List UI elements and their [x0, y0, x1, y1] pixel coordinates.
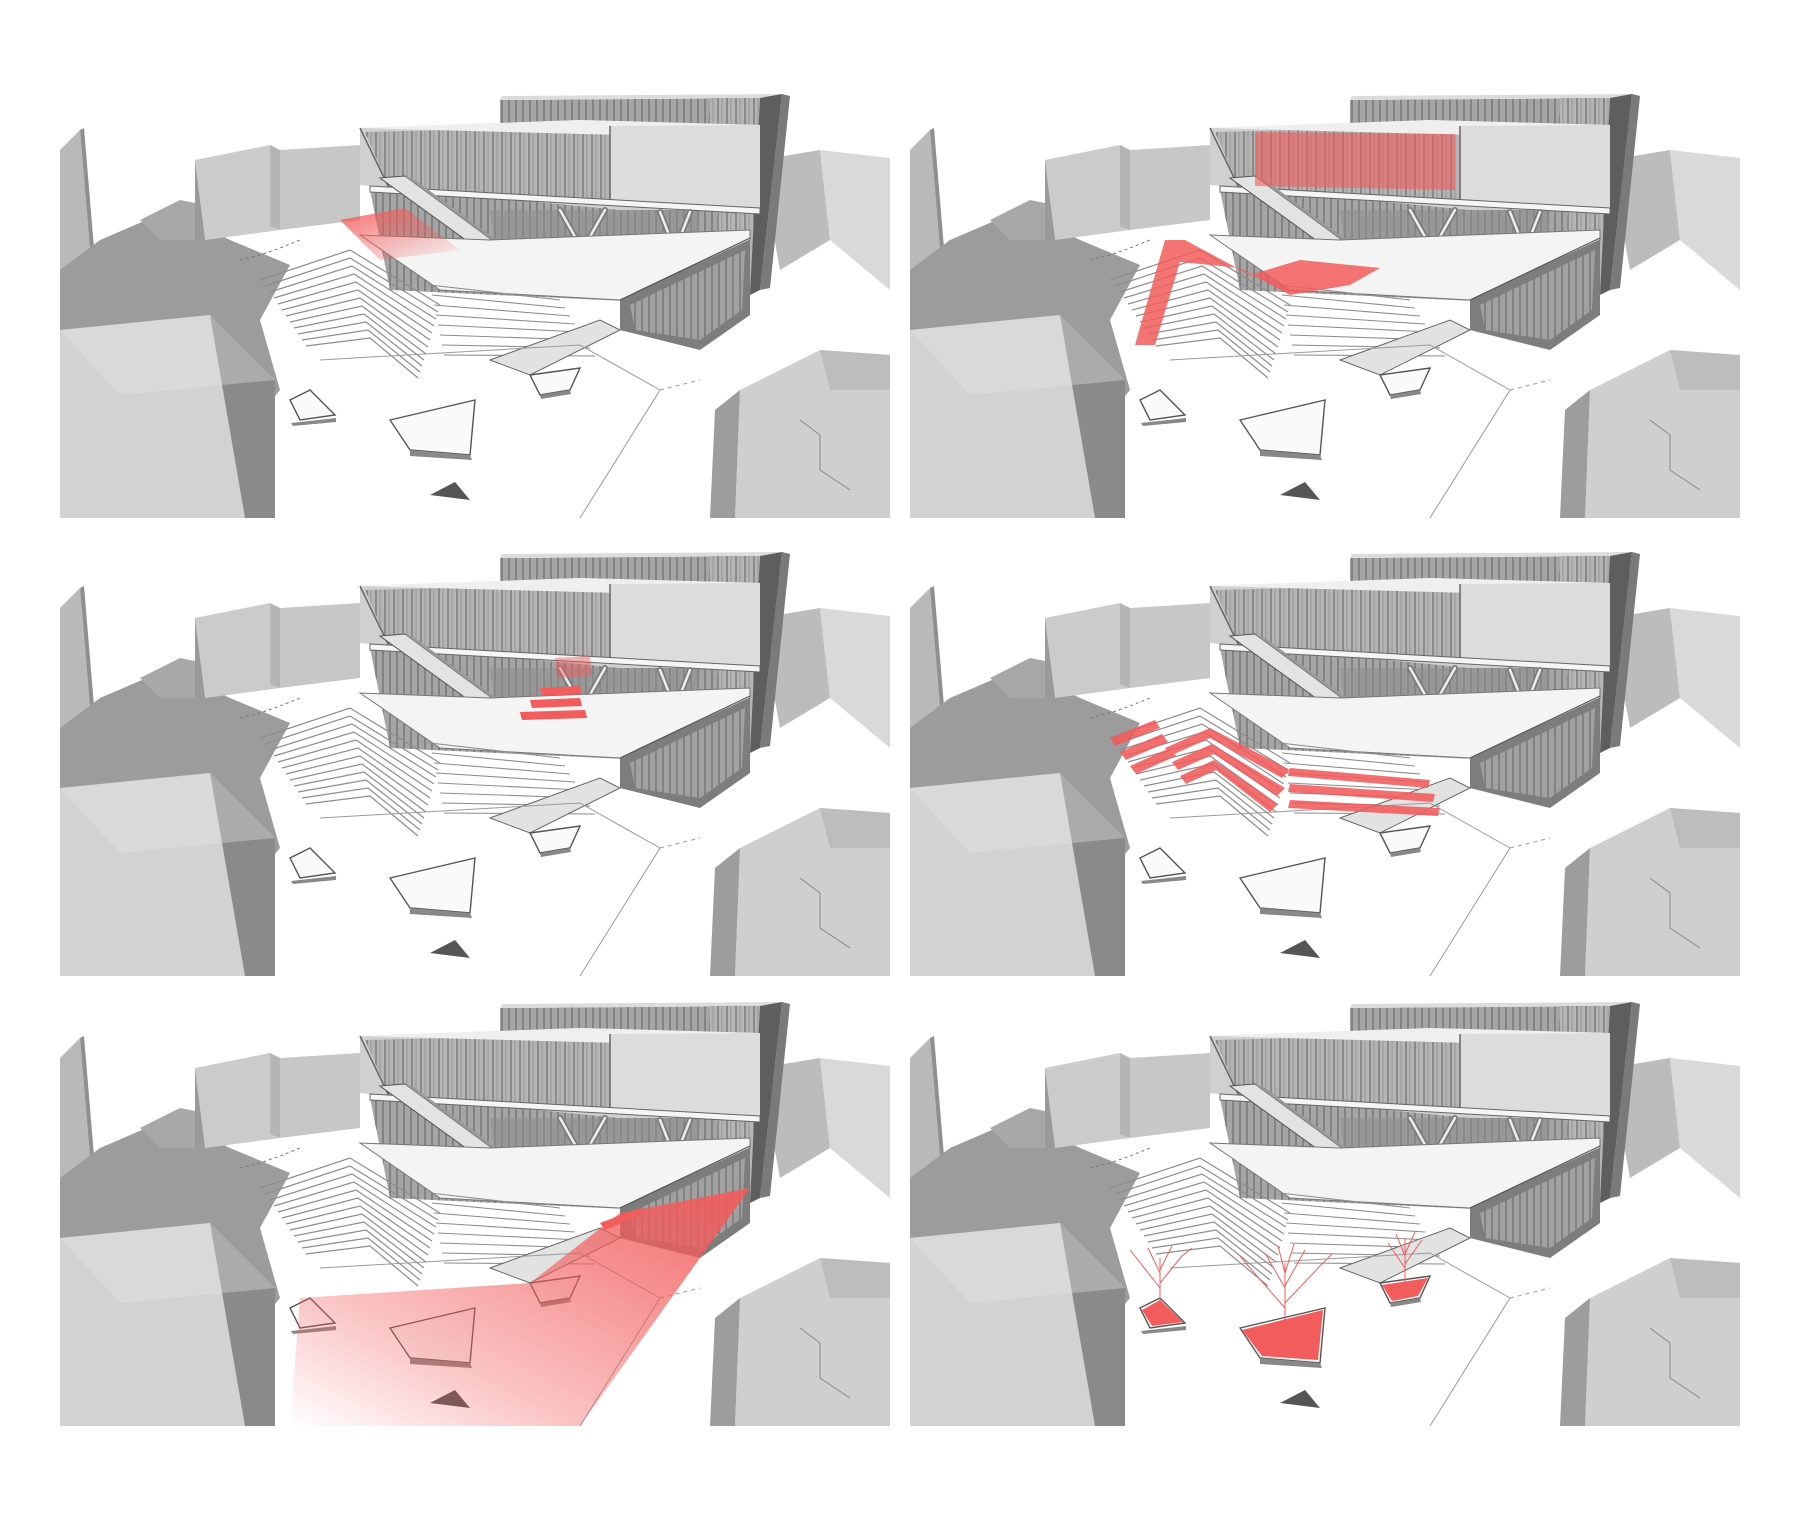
- building-model: [60, 548, 890, 976]
- building-model: [910, 90, 1740, 518]
- building-model: [910, 548, 1740, 976]
- diagram-panel-ground-floor-seating: [60, 548, 890, 976]
- highlight-amphitheater-steps: [1110, 720, 1440, 816]
- diagram-panel-upper-volume: [910, 90, 1740, 518]
- tree-icon: [1129, 1231, 1423, 1343]
- highlight-seating-rows: [520, 656, 592, 720]
- highlight-entrance-ramp: [340, 208, 460, 260]
- building-model: [60, 90, 890, 518]
- building-model: [60, 998, 890, 1426]
- highlight-planter-center: [1242, 1310, 1323, 1360]
- building-model: [910, 998, 1740, 1426]
- highlight-plaza-approach: [290, 1188, 750, 1426]
- highlight-ramp-strip: [600, 1208, 645, 1230]
- highlight-planter-left: [1142, 1300, 1183, 1326]
- highlight-stair-path: [1135, 240, 1380, 345]
- diagram-panel-amphitheater-steps: [910, 548, 1740, 976]
- diagram-panel-entrance-ramp: [60, 90, 890, 518]
- highlight-upper-volume: [1255, 132, 1455, 190]
- diagram-panel-tree-planters: [910, 998, 1740, 1426]
- diagram-panel-plaza-approach: [60, 998, 890, 1426]
